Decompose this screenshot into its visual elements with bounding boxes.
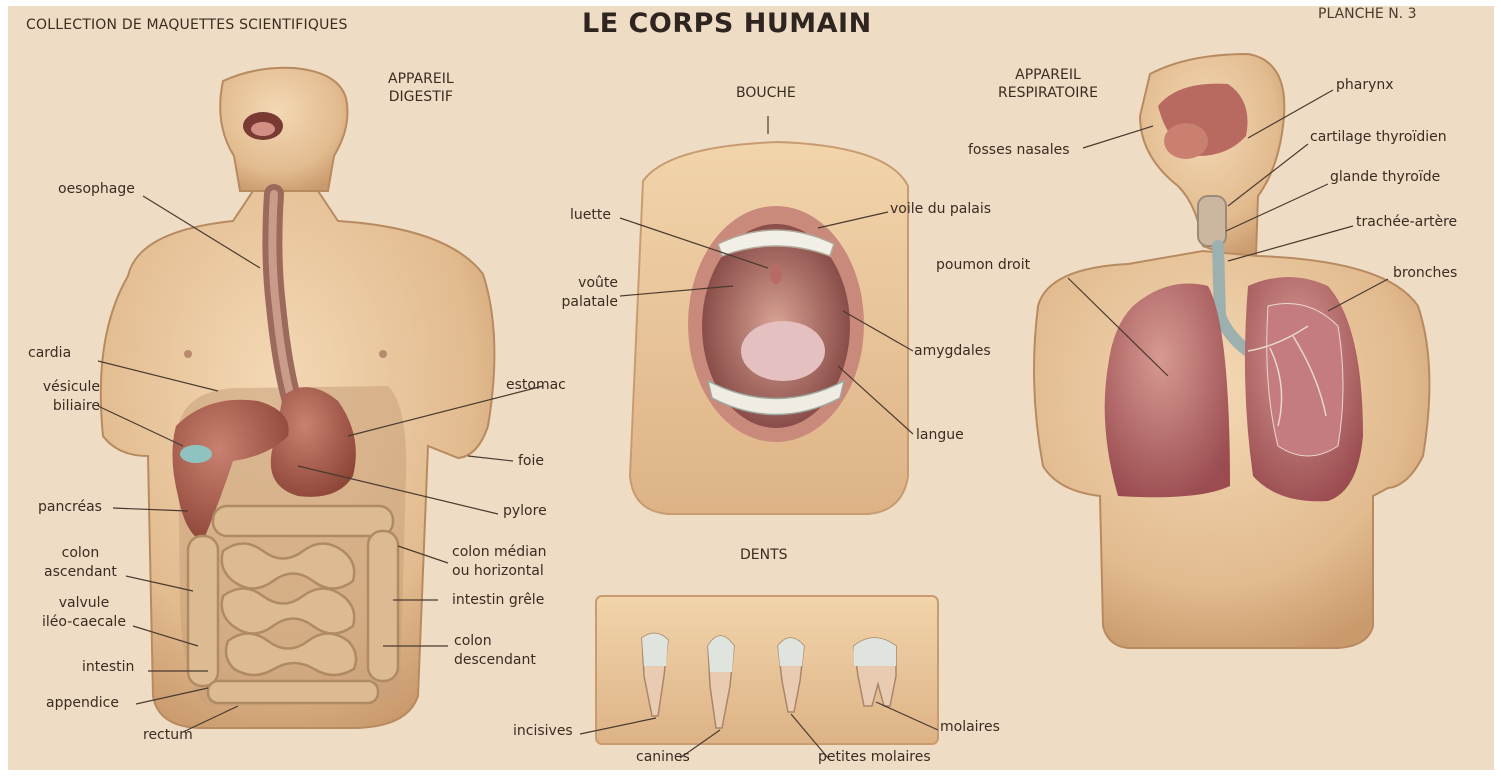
label-valvule-ileo-caecale: valvule iléo-caecale: [42, 594, 126, 632]
label-pharynx: pharynx: [1336, 76, 1394, 94]
label-luette: luette: [570, 206, 611, 224]
label-trachee-artere: trachée-artère: [1356, 213, 1457, 231]
section-mouth: BOUCHE: [736, 84, 796, 102]
label-incisives: incisives: [513, 722, 573, 740]
section-respiratory: APPAREIL RESPIRATOIRE: [998, 66, 1098, 102]
label-intestin: intestin: [82, 658, 134, 676]
label-canines: canines: [636, 748, 690, 766]
section-teeth: DENTS: [740, 546, 788, 564]
label-oesophage: oesophage: [58, 180, 135, 198]
label-colon-descendant: colon descendant: [454, 632, 536, 670]
page-title: LE CORPS HUMAIN: [582, 8, 872, 39]
label-foie: foie: [518, 452, 544, 470]
label-glande-thyroide: glande thyroïde: [1330, 168, 1440, 186]
anatomy-board: COLLECTION DE MAQUETTES SCIENTIFIQUES LE…: [8, 6, 1494, 770]
label-petites-molaires: petites molaires: [818, 748, 931, 766]
label-molaires: molaires: [940, 718, 1000, 736]
label-cardia: cardia: [28, 344, 71, 362]
label-cartilage-thyroidien: cartilage thyroïdien: [1310, 128, 1447, 146]
label-pancreas: pancréas: [38, 498, 102, 516]
anatomy-illustration: [8, 6, 1494, 770]
label-poumon-droit: poumon droit: [936, 256, 1030, 274]
label-colon-ascendant: colon ascendant: [44, 544, 117, 582]
collection-title: COLLECTION DE MAQUETTES SCIENTIFIQUES: [26, 17, 348, 33]
label-langue: langue: [916, 426, 964, 444]
label-voile-du-palais: voile du palais: [890, 200, 991, 218]
label-voute-palatale: voûte palatale: [546, 274, 618, 312]
label-estomac: estomac: [506, 376, 566, 394]
label-rectum: rectum: [143, 726, 193, 744]
label-amygdales: amygdales: [914, 342, 991, 360]
label-pylore: pylore: [503, 502, 547, 520]
section-digestive: APPAREIL DIGESTIF: [388, 70, 454, 106]
label-vesicule-biliaire: vésicule biliaire: [30, 378, 100, 416]
digestive-torso: [101, 68, 495, 728]
label-intestin-grele: intestin grêle: [452, 591, 544, 609]
label-fosses-nasales: fosses nasales: [968, 141, 1070, 159]
label-colon-median: colon médian ou horizontal: [452, 543, 547, 581]
mouth-model: [630, 142, 908, 514]
plate-number: PLANCHE N. 3: [1318, 6, 1417, 22]
label-bronches: bronches: [1393, 264, 1457, 282]
teeth-model: [596, 596, 938, 744]
label-appendice: appendice: [46, 694, 119, 712]
